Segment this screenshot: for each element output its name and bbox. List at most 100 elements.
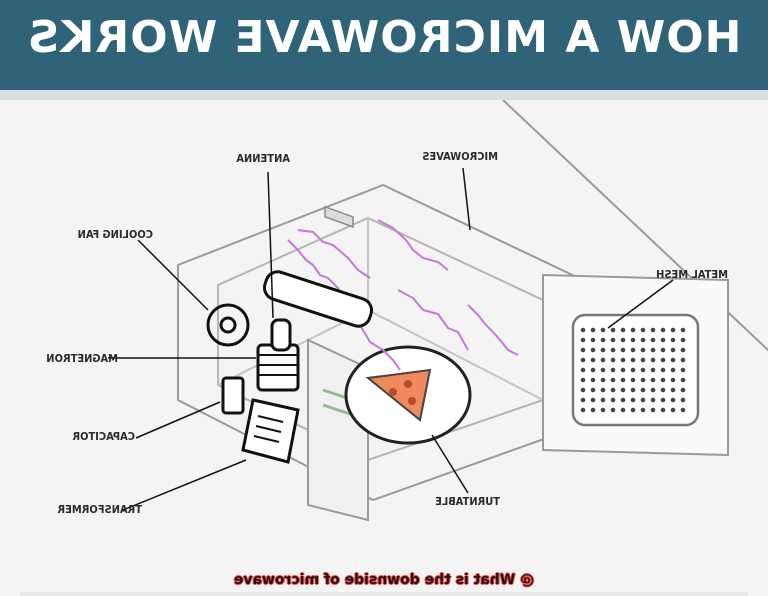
mesh-dot xyxy=(610,407,616,413)
display-window xyxy=(324,205,354,228)
mesh-dot xyxy=(580,367,586,373)
mesh-dot xyxy=(620,377,626,383)
transformer-leader xyxy=(122,459,247,511)
pepperoni xyxy=(408,397,416,405)
mesh-dot xyxy=(680,367,686,373)
metal-mesh-label: METAL MESH xyxy=(656,268,728,281)
panel-button xyxy=(322,403,354,417)
mesh-dot xyxy=(660,407,666,413)
control-panel xyxy=(307,205,369,522)
fan-housing xyxy=(206,303,250,347)
mesh-dot xyxy=(590,377,596,383)
cooling-fan-label: COOLING FAN xyxy=(78,228,153,241)
mesh-dot xyxy=(590,367,596,373)
mesh-dot xyxy=(670,357,676,363)
mesh-dot xyxy=(610,367,616,373)
wave-line xyxy=(467,304,519,356)
mesh-dot xyxy=(670,407,676,413)
wave-line xyxy=(352,314,401,371)
mesh-dot xyxy=(660,357,666,363)
metal-mesh-dots xyxy=(580,327,686,413)
wave-line xyxy=(397,289,469,351)
mesh-dot xyxy=(580,357,586,363)
pizza-slice xyxy=(365,368,432,422)
mesh-dot xyxy=(610,387,616,393)
mesh-dot xyxy=(580,327,586,333)
transformer-vent xyxy=(253,435,280,443)
mesh-dot xyxy=(680,357,686,363)
mesh-dot xyxy=(600,377,606,383)
door-window xyxy=(571,313,700,427)
mesh-dot xyxy=(680,347,686,353)
antenna-leader xyxy=(267,171,274,319)
mesh-dot xyxy=(670,387,676,393)
mesh-dot xyxy=(600,387,606,393)
transformer xyxy=(241,398,300,464)
mesh-dot xyxy=(590,407,596,413)
mesh-dot xyxy=(630,407,636,413)
mesh-dot xyxy=(640,397,646,403)
transformer-vent xyxy=(257,415,284,423)
mesh-dot xyxy=(620,347,626,353)
mesh-dot xyxy=(670,367,676,373)
mesh-dot xyxy=(630,397,636,403)
mesh-dot xyxy=(680,397,686,403)
mesh-dot xyxy=(590,357,596,363)
page-title: HOW A MICROWAVE WORKS xyxy=(26,12,742,63)
mesh-dot xyxy=(660,387,666,393)
antenna-label: ANTENNA xyxy=(236,152,290,165)
capacitor xyxy=(221,376,245,415)
microwaves-leader xyxy=(462,167,471,231)
mesh-dot xyxy=(630,377,636,383)
mesh-dot xyxy=(600,337,606,343)
mesh-dot xyxy=(640,357,646,363)
mesh-dot xyxy=(640,337,646,343)
mesh-dot xyxy=(630,387,636,393)
mesh-dot xyxy=(630,347,636,353)
turntable-label: TURNTABLE xyxy=(435,495,500,508)
mesh-dot xyxy=(620,337,626,343)
microwaves-label: MICROWAVES xyxy=(422,150,498,163)
mesh-dot xyxy=(640,367,646,373)
cooling-fan-leader xyxy=(137,239,209,311)
mesh-dot xyxy=(640,387,646,393)
mesh-dot xyxy=(650,377,656,383)
pepperoni xyxy=(389,388,397,396)
mesh-dot xyxy=(630,357,636,363)
microwave-diagram: ANTENNA MICROWAVES COOLING FAN METAL MES… xyxy=(46,100,768,522)
mesh-dot xyxy=(580,337,586,343)
mesh-dot xyxy=(650,337,656,343)
cavity-edge xyxy=(367,309,544,401)
mesh-dot xyxy=(580,347,586,353)
door xyxy=(542,273,729,457)
capacitor-leader xyxy=(135,401,221,439)
magnetron xyxy=(256,343,300,392)
transformer-label: TRANSFORMER xyxy=(57,503,142,516)
mesh-dot xyxy=(600,407,606,413)
mesh-dot xyxy=(670,327,676,333)
pepperoni xyxy=(404,380,412,388)
transformer-vent xyxy=(255,425,282,433)
mesh-dot xyxy=(600,327,606,333)
mesh-dot xyxy=(590,327,596,333)
mesh-dot xyxy=(670,347,676,353)
mesh-dot xyxy=(650,397,656,403)
mesh-dot xyxy=(620,367,626,373)
fan-hub xyxy=(219,316,237,334)
leader-lines xyxy=(108,167,674,511)
title-banner: HOW A MICROWAVE WORKS xyxy=(0,0,768,90)
mesh-dot xyxy=(630,367,636,373)
mesh-dot xyxy=(590,387,596,393)
mesh-dot xyxy=(680,377,686,383)
mesh-dot xyxy=(580,397,586,403)
transformer-body xyxy=(241,398,300,464)
mesh-dot xyxy=(620,357,626,363)
mesh-dot xyxy=(630,327,636,333)
wave-line xyxy=(377,219,449,271)
mesh-dot xyxy=(650,347,656,353)
mesh-dot xyxy=(620,327,626,333)
cooling-fan xyxy=(206,303,250,347)
image-caption: @ What is the downside of microwave xyxy=(233,572,535,588)
mesh-dot xyxy=(610,377,616,383)
